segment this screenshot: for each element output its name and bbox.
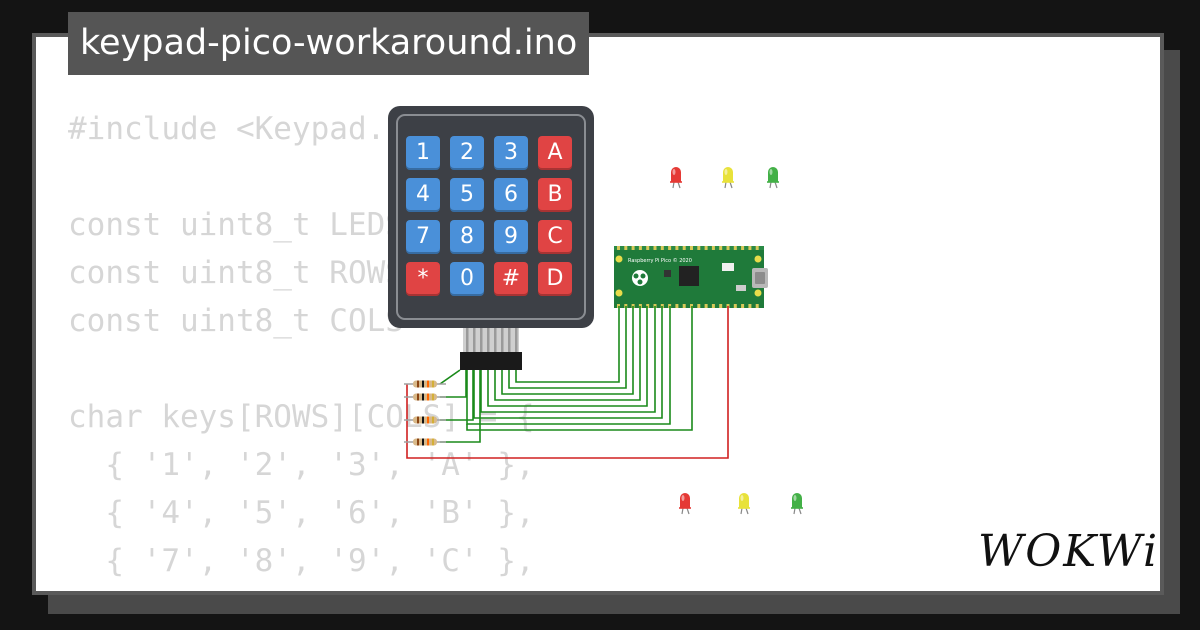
code-line: { '1', '2', '3', 'A' }, — [68, 447, 535, 483]
pico-pin — [690, 246, 693, 250]
led-icon[interactable] — [679, 493, 691, 515]
pico-pin — [748, 304, 752, 308]
pico-pin — [733, 304, 737, 308]
keypad-key[interactable]: * — [406, 262, 440, 296]
keypad-key[interactable]: 2 — [450, 136, 484, 170]
code-line: { '4', '5', '6', 'B' }, — [68, 495, 535, 531]
project-title: keypad-pico-workaround.ino — [68, 12, 590, 75]
pico-pin — [755, 304, 759, 308]
keypad-key[interactable]: 0 — [450, 262, 484, 296]
pico-pin — [719, 246, 723, 250]
pico-label: Raspberry Pi Pico © 2020 — [628, 257, 692, 264]
power-wire — [406, 306, 729, 459]
mount-hole-icon — [615, 255, 623, 263]
pico-pin — [733, 246, 737, 250]
keypad-key[interactable]: C — [538, 220, 572, 254]
signal-wires — [439, 306, 693, 443]
keypad-header-connector — [460, 328, 522, 370]
led-icon[interactable] — [738, 493, 750, 515]
pico-pin — [755, 246, 759, 250]
mount-hole-icon — [754, 255, 762, 263]
pico-pin — [646, 246, 650, 250]
header-pin — [487, 328, 490, 356]
pico-pin — [631, 246, 635, 250]
keypad-key[interactable]: D — [538, 262, 572, 296]
led-icon[interactable] — [722, 167, 734, 189]
keypad-frame — [396, 114, 586, 320]
code-line: char keys[ROWS][COLS] = { — [68, 399, 535, 435]
led-icon[interactable] — [791, 493, 803, 515]
pico-pin — [682, 246, 686, 250]
led-icon[interactable] — [767, 167, 779, 189]
pico-pin — [748, 246, 752, 250]
keypad-key[interactable]: 3 — [494, 136, 528, 170]
led-icon[interactable] — [670, 167, 682, 189]
pico-pin — [741, 246, 745, 250]
pulldown-resistors — [404, 380, 446, 446]
header-pin — [494, 328, 497, 356]
pico-board[interactable]: Raspberry Pi Pico © 2020 — [614, 246, 768, 308]
mount-hole-icon — [754, 289, 762, 297]
pico-pin — [675, 246, 679, 250]
pico-pin — [638, 246, 642, 250]
keypad-key[interactable]: # — [494, 262, 528, 296]
header-pin — [508, 328, 511, 356]
pico-pin — [668, 246, 672, 250]
pico-pin — [660, 246, 664, 250]
pico-pin — [704, 246, 708, 250]
keypad-key[interactable]: 5 — [450, 178, 484, 212]
keypad-key[interactable]: 7 — [406, 220, 440, 254]
keypad-key[interactable]: 6 — [494, 178, 528, 212]
pico-pin — [726, 246, 730, 250]
pico-pin — [719, 304, 723, 308]
keypad-key[interactable]: 1 — [406, 136, 440, 170]
wokwi-logo: WOKWi — [978, 526, 1160, 577]
keypad-key[interactable]: B — [538, 178, 572, 212]
header-pin — [515, 328, 518, 356]
pico-pin — [741, 304, 745, 308]
keypad-key[interactable]: 9 — [494, 220, 528, 254]
pico-pin — [711, 246, 715, 250]
pico-pin — [682, 304, 686, 308]
rp2040-chip — [679, 266, 699, 286]
header-pin — [480, 328, 483, 356]
pico-pin — [697, 304, 701, 308]
bootsel-button[interactable] — [722, 263, 734, 271]
pico-pin — [624, 246, 628, 250]
code-line: { '7', '8', '9', 'C' }, — [68, 543, 535, 579]
flash-chip — [664, 270, 671, 277]
pico-pin — [704, 304, 708, 308]
header-pin — [501, 328, 504, 356]
status-led — [736, 285, 746, 291]
raspberry-logo-icon — [632, 270, 648, 286]
pico-pin — [675, 304, 679, 308]
header-pin — [466, 328, 469, 356]
keypad-key[interactable]: A — [538, 136, 572, 170]
header-pin — [473, 328, 476, 356]
mount-hole-icon — [615, 289, 623, 297]
pico-pin — [617, 246, 620, 250]
pico-pin — [711, 304, 715, 308]
keypad-key[interactable]: 4 — [406, 178, 440, 212]
pico-pin — [697, 246, 701, 250]
led-group — [670, 167, 803, 515]
keypad-key[interactable]: 8 — [450, 220, 484, 254]
pico-pin — [653, 246, 657, 250]
